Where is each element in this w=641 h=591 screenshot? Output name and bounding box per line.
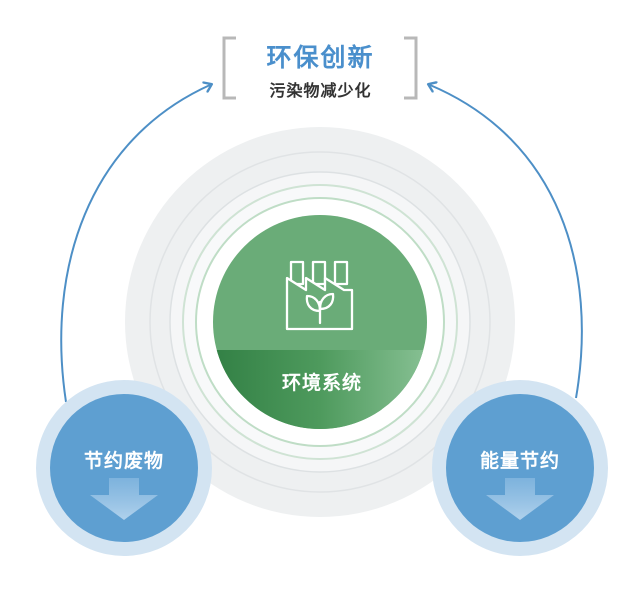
right-node — [432, 380, 608, 556]
right-node-circle — [446, 394, 594, 542]
halo-ring-1 — [149, 151, 491, 493]
title-bracket-right — [404, 36, 418, 100]
cycle-arrow-right — [430, 85, 583, 399]
left-node — [36, 380, 212, 556]
left-down-arrow-icon — [90, 478, 158, 520]
diagram-title: 环保创新 — [266, 43, 375, 72]
left-node-circle — [50, 394, 198, 542]
right-node-label: 能量节约 — [479, 450, 560, 472]
center-node-label: 环境系统 — [281, 372, 362, 394]
cycle-arrow-left — [60, 85, 210, 403]
factory-leaf-icon — [285, 260, 354, 331]
diagram-subtitle: 污染物减少化 — [269, 81, 372, 100]
right-down-arrow-icon — [486, 478, 554, 520]
title-bracket-left — [222, 36, 236, 100]
left-node-label: 节约废物 — [83, 450, 164, 472]
